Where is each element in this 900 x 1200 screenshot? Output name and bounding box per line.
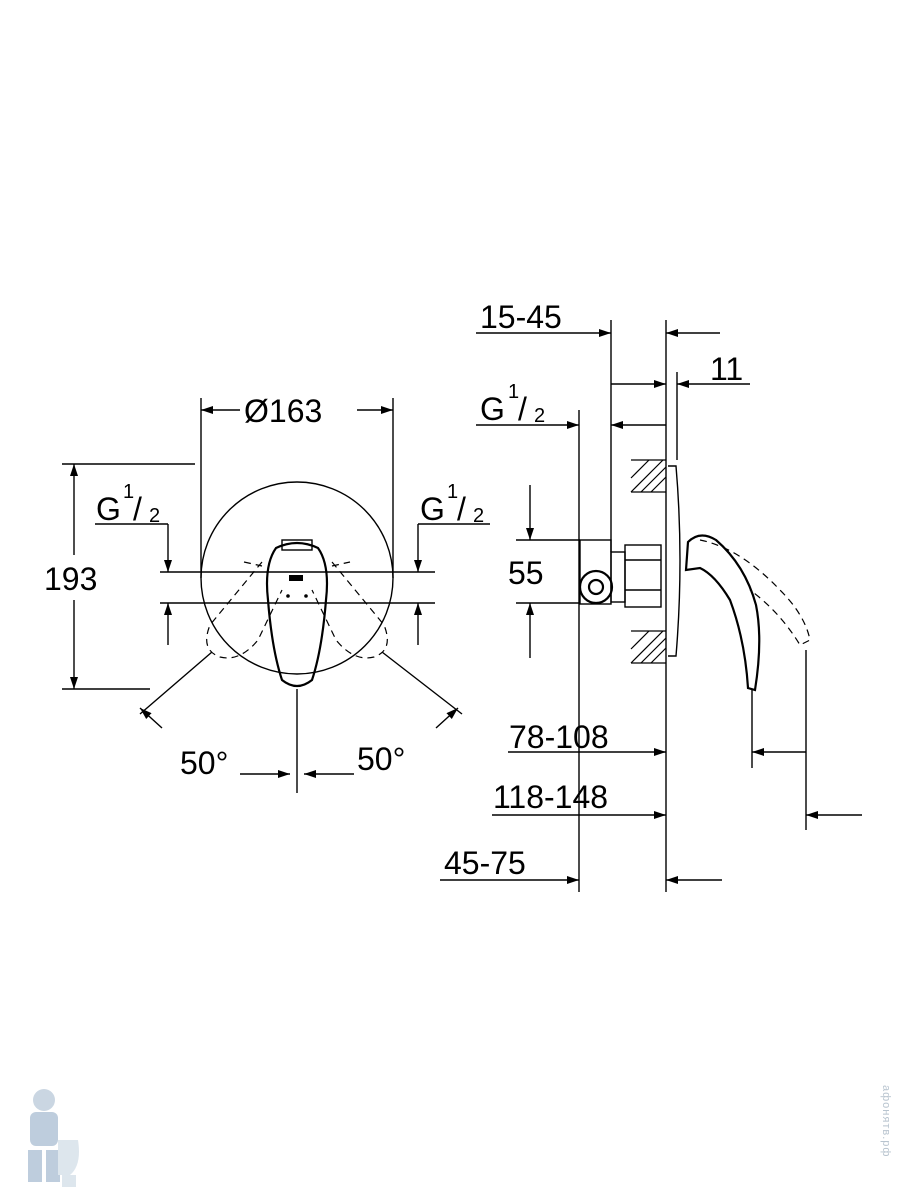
inlet-left-g: G	[96, 491, 121, 527]
rotation-limit-left	[139, 651, 213, 715]
handle-dot-right	[304, 594, 308, 598]
side-view: 15-45 11 G 1 / 2 55 78-108 118-148 45-75	[440, 299, 862, 892]
inlet-port-outer	[578, 569, 614, 605]
dim-15-45-label: 15-45	[480, 299, 562, 335]
dim-11-label: 11	[710, 351, 743, 387]
handle-logo	[289, 575, 303, 581]
handle-side	[684, 534, 761, 692]
inlet-right-num: 1	[447, 481, 458, 503]
handle-cap	[281, 539, 313, 551]
inlet-right-g: G	[420, 491, 445, 527]
wall-hatch-bottom	[630, 630, 667, 664]
height-label: 193	[44, 561, 97, 597]
inlet-port-inner	[587, 578, 605, 596]
front-view: Ø163 193 G 1 / 2 G 1 / 2 50° 50°	[44, 393, 490, 793]
dim-45-75-label: 45-75	[444, 845, 526, 881]
cartridge	[624, 544, 662, 608]
inlet-side-den: 2	[534, 405, 545, 427]
lever-swing-left	[206, 561, 283, 659]
inlet-side-g: G	[480, 391, 505, 427]
dim-78-108-label: 78-108	[509, 719, 609, 755]
cover-plate-side	[668, 465, 681, 657]
hot-cold-marks	[243, 561, 351, 567]
inlet-side-slash: /	[518, 391, 527, 427]
dim-118-148-label: 118-148	[493, 779, 608, 815]
watermark-text: афонятв.рф	[880, 1085, 892, 1158]
angle-left-arc-start	[139, 707, 163, 729]
inlet-side-num: 1	[508, 381, 519, 403]
dim-55-label: 55	[508, 555, 544, 591]
wall-hatch-top	[630, 459, 667, 493]
handle-dot-left	[286, 594, 290, 598]
handle-swing-dashed	[699, 539, 811, 646]
angle-right-arc-start	[435, 707, 459, 729]
inlet-left-num: 1	[123, 481, 134, 503]
inlet-right-slash: /	[457, 491, 466, 527]
angle-left-label: 50°	[180, 745, 228, 781]
inlet-left-den: 2	[149, 505, 160, 527]
angle-right-label: 50°	[357, 741, 405, 777]
cartridge-housing	[610, 551, 626, 603]
diameter-label: Ø163	[244, 393, 322, 429]
watermark-logo	[28, 1089, 79, 1187]
inlet-left-slash: /	[133, 491, 142, 527]
inlet-right-den: 2	[473, 505, 484, 527]
rotation-limit-right	[381, 651, 463, 715]
handle-body	[265, 541, 329, 688]
lever-swing-right	[311, 561, 388, 659]
